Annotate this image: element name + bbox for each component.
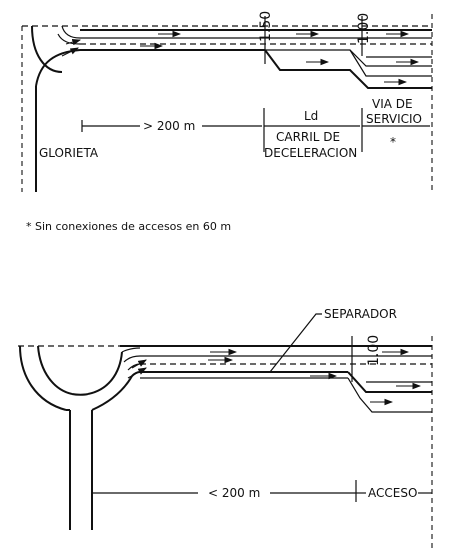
top-distance-label: > 200 m bbox=[143, 119, 195, 133]
top-entry-curve-outer bbox=[35, 49, 81, 87]
top-decel-outer bbox=[264, 49, 432, 89]
bottom-roundabout-left bbox=[19, 345, 67, 411]
ld-label: Ld bbox=[304, 109, 318, 123]
carril-label-1: CARRIL DE bbox=[276, 130, 340, 144]
asterisk-mark: * bbox=[390, 135, 396, 149]
top-traffic-arrows bbox=[61, 30, 420, 86]
top-diagram: 1.50 1.00 > 200 m Ld VIA DE SERVICIO CAR… bbox=[21, 11, 433, 192]
via-label-2: SERVICIO bbox=[366, 112, 422, 126]
bottom-decel-outer bbox=[347, 371, 432, 393]
bottom-roundabout-inner-bottom bbox=[71, 393, 89, 396]
bottom-entry-1 bbox=[121, 347, 141, 353]
top-roundabout-arc bbox=[31, 25, 63, 73]
bottom-roundabout-right-out bbox=[91, 375, 133, 411]
note-text: * Sin conexiones de accesos en 60 m bbox=[26, 220, 231, 233]
dim-150-label: 1.50 bbox=[258, 11, 274, 42]
bottom-decel-lane bbox=[347, 377, 432, 413]
acceso-label: ACCESO bbox=[368, 486, 417, 500]
top-decel-lane bbox=[349, 49, 432, 77]
bottom-roundabout-inner-right bbox=[87, 351, 123, 395]
dim-100-label: 1.00 bbox=[356, 13, 372, 44]
glorieta-label: GLORIETA bbox=[39, 146, 99, 160]
separador-leader bbox=[269, 313, 322, 373]
carril-label-2: DECELERACION bbox=[264, 146, 357, 160]
bottom-entry-2 bbox=[123, 355, 141, 363]
bottom-distance-label: < 200 m bbox=[208, 486, 260, 500]
bottom-dim-100-label: 1.00 bbox=[366, 335, 382, 366]
bottom-traffic-arrows bbox=[127, 348, 422, 406]
separador-label: SEPARADOR bbox=[324, 307, 397, 321]
bottom-roundabout-inner-left bbox=[37, 345, 73, 395]
top-decel-inner bbox=[265, 49, 432, 67]
via-label-1: VIA DE bbox=[372, 97, 413, 111]
top-entry-curve-1 bbox=[61, 25, 81, 39]
bottom-diagram: SEPARADOR 1.00 < 200 m ACCESO bbox=[18, 307, 433, 548]
